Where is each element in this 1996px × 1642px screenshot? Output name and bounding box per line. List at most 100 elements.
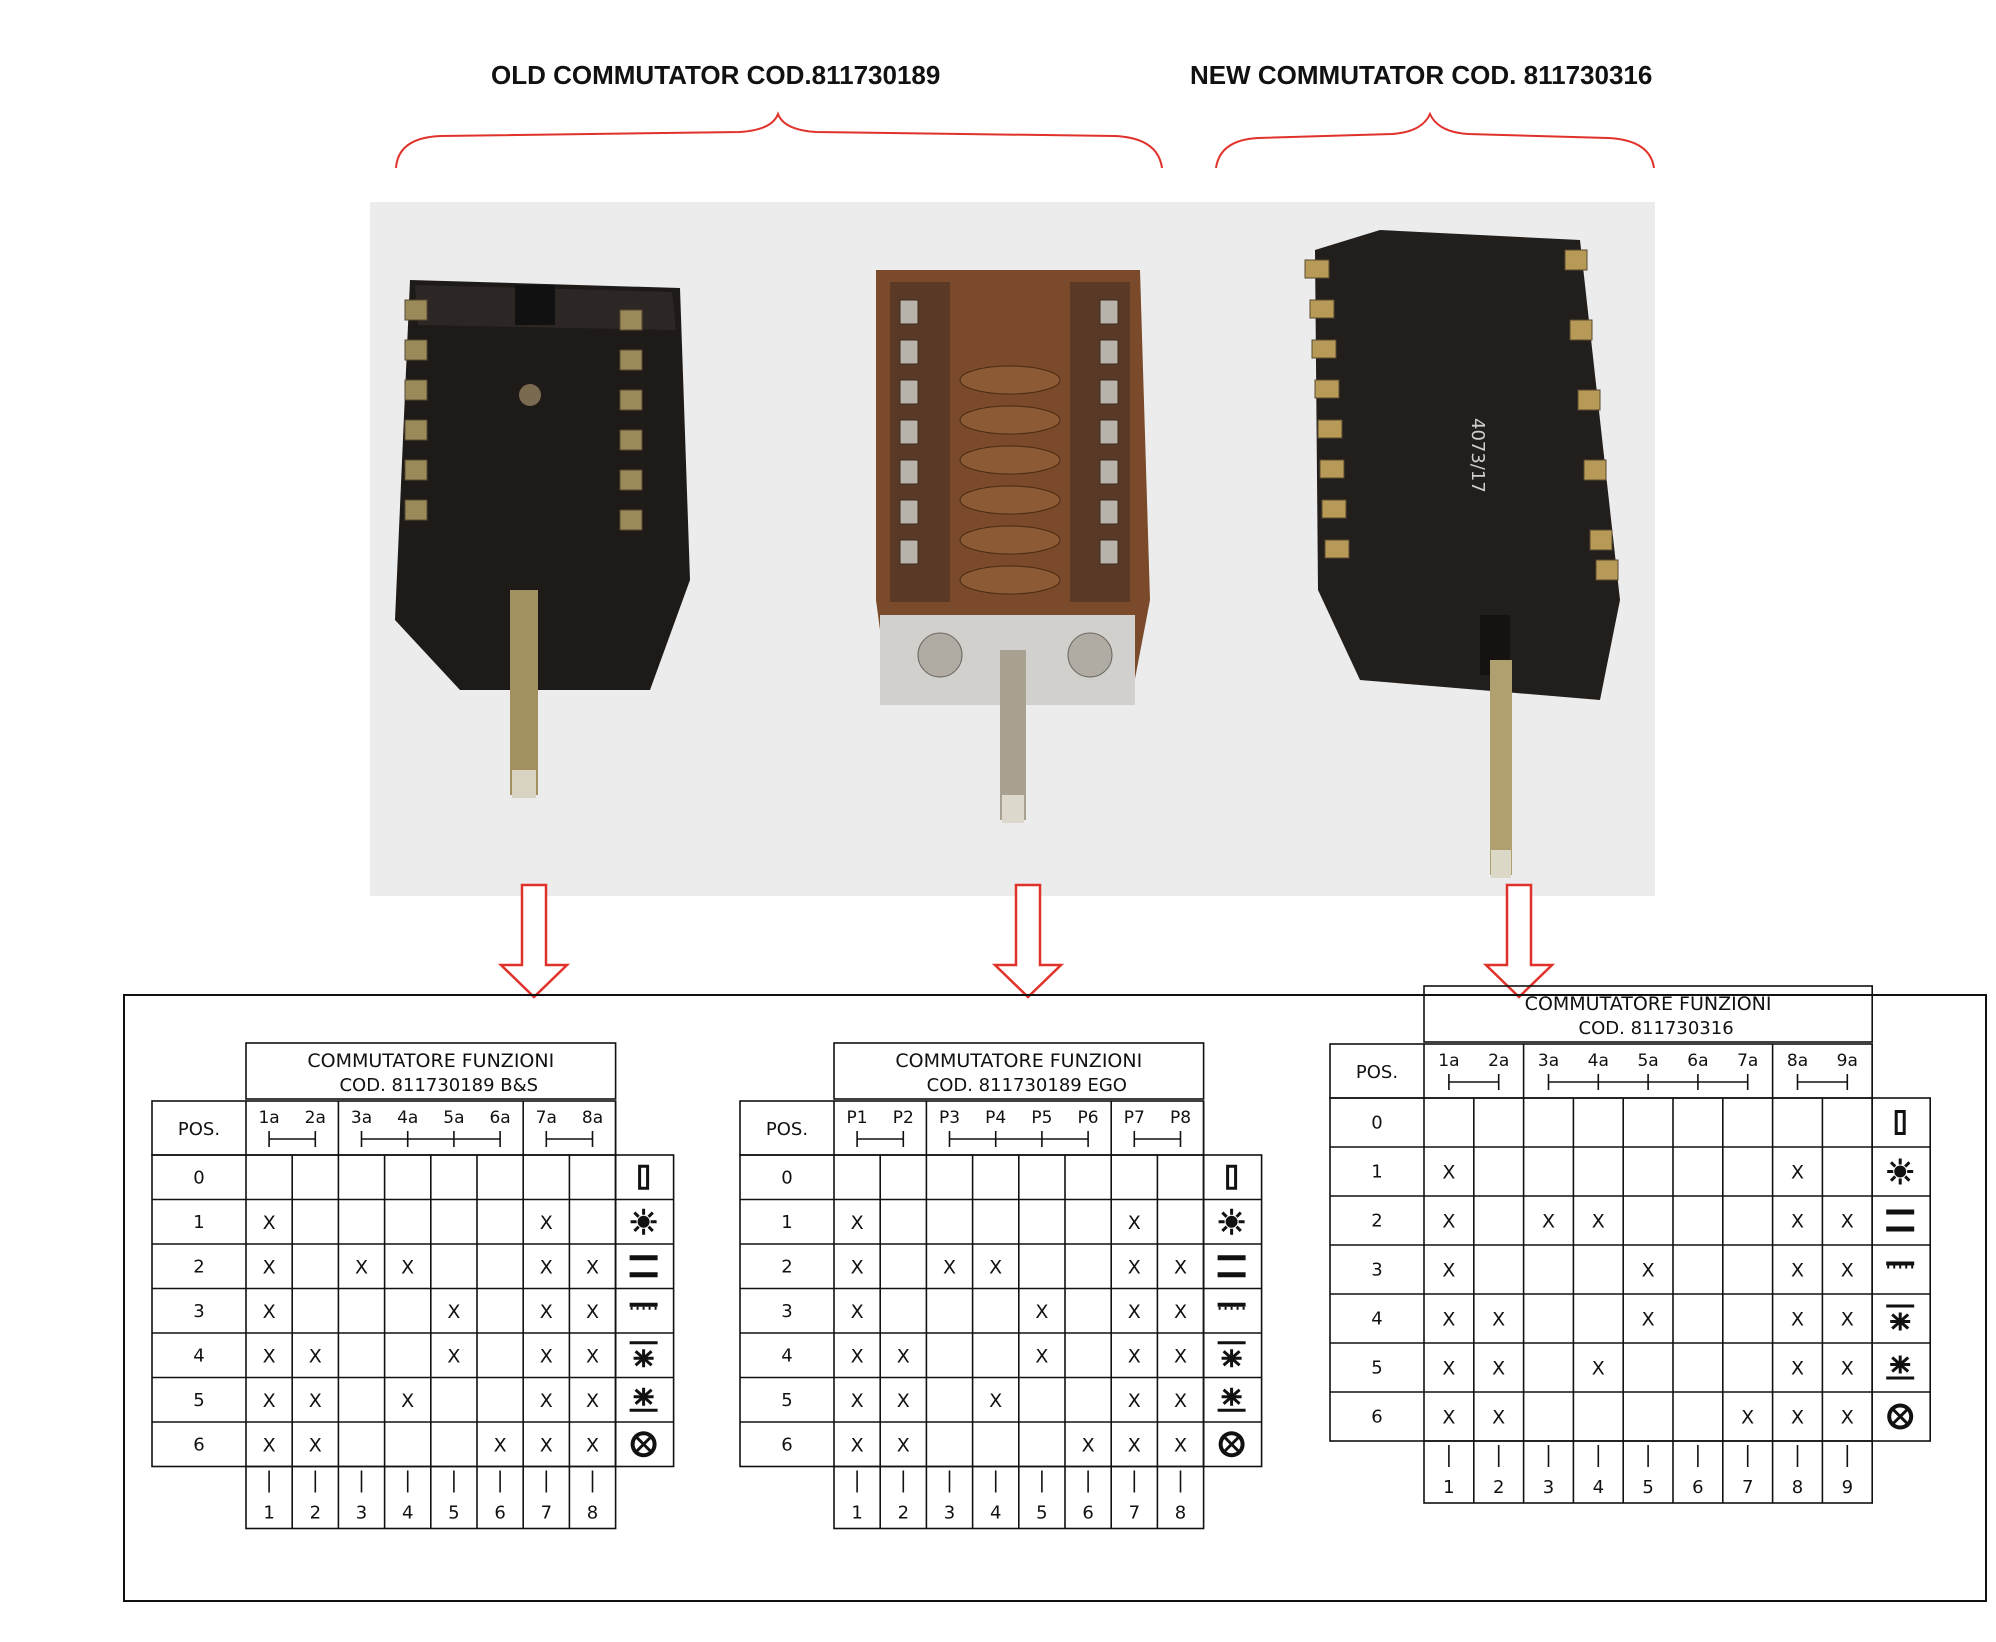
terminal-number: 8 (1175, 1503, 1186, 1524)
diagram-code: COD. 811730189 EGO (927, 1075, 1127, 1096)
terminal-number: 1 (851, 1503, 862, 1524)
position-number: 1 (1371, 1162, 1382, 1183)
contact-closed-mark: X (851, 1301, 864, 1323)
contact-closed-mark: X (1128, 1390, 1141, 1412)
fan-grill-icon (629, 1341, 658, 1368)
diagrams-frame (123, 994, 1987, 1602)
position-number: 5 (781, 1390, 792, 1411)
pos-header: POS. (178, 1119, 220, 1140)
contact-closed-mark: X (1442, 1260, 1455, 1282)
off-icon (1226, 1164, 1238, 1190)
terminal-number: 2 (1493, 1477, 1504, 1498)
contact-label: 5a (443, 1108, 464, 1128)
contact-closed-mark: X (1128, 1301, 1141, 1323)
contact-closed-mark: X (309, 1345, 322, 1367)
contact-closed-mark: X (540, 1256, 553, 1278)
contact-closed-mark: X (540, 1390, 553, 1412)
terminal-number: 3 (944, 1503, 955, 1524)
contact-closed-mark: X (989, 1256, 1002, 1278)
off-icon (1894, 1110, 1906, 1135)
diagram-title: COMMUTATORE FUNZIONI (1525, 993, 1772, 1015)
contact-label: P8 (1170, 1108, 1191, 1128)
contact-closed-mark: X (586, 1345, 599, 1367)
fan-bottom-icon (629, 1387, 658, 1412)
position-number: 3 (193, 1301, 204, 1322)
contact-closed-mark: X (1791, 1407, 1804, 1429)
contact-label: 3a (351, 1108, 372, 1128)
terminal-number: 6 (1692, 1477, 1703, 1498)
contact-closed-mark: X (1741, 1407, 1754, 1429)
sun-icon (1887, 1158, 1914, 1185)
contact-closed-mark: X (586, 1434, 599, 1456)
contact-closed-mark: X (1791, 1211, 1804, 1233)
contact-label: 8a (582, 1108, 603, 1128)
top-bottom-heat-icon (1217, 1255, 1246, 1278)
contact-closed-mark: X (1642, 1260, 1655, 1282)
contact-closed-mark: X (447, 1301, 460, 1323)
terminal-number: 7 (1742, 1477, 1753, 1498)
top-bottom-heat-icon (1886, 1209, 1915, 1232)
position-number: 6 (193, 1434, 204, 1455)
contact-closed-mark: X (1174, 1301, 1187, 1323)
contact-label: P6 (1078, 1108, 1099, 1128)
terminal-number: 5 (1036, 1503, 1047, 1524)
terminal-number: 1 (263, 1503, 274, 1524)
contact-closed-mark: X (401, 1390, 414, 1412)
contact-closed-mark: X (263, 1434, 276, 1456)
contact-closed-mark: X (989, 1390, 1002, 1412)
contact-closed-mark: X (1592, 1358, 1605, 1380)
fan-bottom-icon (1217, 1387, 1246, 1412)
contact-closed-mark: X (943, 1256, 956, 1278)
terminal-number: 4 (1593, 1477, 1604, 1498)
contact-label: 3a (1538, 1051, 1559, 1071)
contact-closed-mark: X (1082, 1434, 1095, 1456)
position-number: 0 (193, 1167, 204, 1188)
position-number: 0 (781, 1167, 792, 1188)
contact-label: 8a (1787, 1051, 1808, 1071)
contact-label: 4a (1588, 1051, 1609, 1071)
position-number: 2 (781, 1256, 792, 1277)
contact-closed-mark: X (1174, 1434, 1187, 1456)
diagram-code: COD. 811730316 (1579, 1018, 1734, 1039)
contact-closed-mark: X (586, 1390, 599, 1412)
position-number: 3 (781, 1301, 792, 1322)
position-number: 5 (1371, 1358, 1382, 1379)
contact-closed-mark: X (540, 1301, 553, 1323)
position-number: 2 (193, 1256, 204, 1277)
contact-closed-mark: X (447, 1345, 460, 1367)
contact-closed-mark: X (1492, 1407, 1505, 1429)
new-commutator-heading: NEW COMMUTATOR COD. 811730316 (1190, 60, 1653, 90)
terminal-number: 6 (494, 1503, 505, 1524)
contact-label: 1a (258, 1108, 279, 1128)
contact-closed-mark: X (1174, 1345, 1187, 1367)
contact-closed-mark: X (1841, 1260, 1854, 1282)
contact-closed-mark: X (263, 1390, 276, 1412)
contact-closed-mark: X (263, 1345, 276, 1367)
diagram-title: COMMUTATORE FUNZIONI (307, 1050, 554, 1072)
position-number: 1 (781, 1212, 792, 1233)
contact-label: 7a (536, 1108, 557, 1128)
arrow-to-diagram-ego (991, 883, 1065, 999)
contact-closed-mark: X (540, 1345, 553, 1367)
contact-label: P2 (893, 1108, 914, 1128)
terminal-number: 4 (402, 1503, 413, 1524)
terminal-number: 7 (541, 1503, 552, 1524)
contact-closed-mark: X (851, 1212, 864, 1234)
contact-closed-mark: X (851, 1390, 864, 1412)
terminal-number: 5 (1642, 1477, 1653, 1498)
contact-closed-mark: X (1128, 1256, 1141, 1278)
old-commutator-brace (395, 111, 1163, 169)
position-number: 1 (193, 1212, 204, 1233)
contact-label: P5 (1031, 1108, 1052, 1128)
arrow-to-diagram-bs (497, 883, 571, 999)
contact-closed-mark: X (1128, 1345, 1141, 1367)
contact-closed-mark: X (1174, 1390, 1187, 1412)
contact-closed-mark: X (897, 1434, 910, 1456)
fan-bottom-icon (1886, 1355, 1915, 1380)
contact-closed-mark: X (586, 1256, 599, 1278)
terminal-number: 7 (1129, 1503, 1140, 1524)
